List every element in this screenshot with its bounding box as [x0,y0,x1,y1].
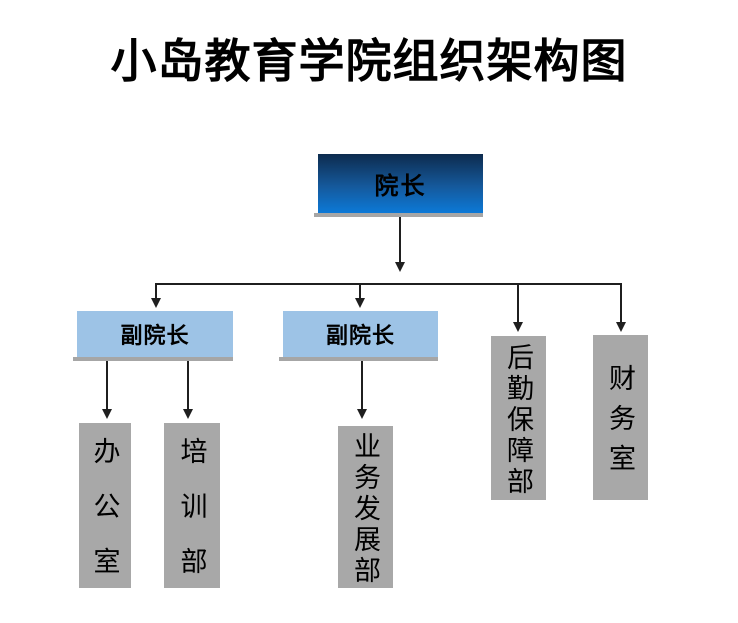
node-training-dept: 培训部 [164,423,220,602]
arrow-down-icon [151,298,161,308]
connector-drop-logistics [517,283,519,323]
node-logistics-support-dept: 后勤保障部 [491,336,546,500]
arrow-down-icon [102,409,112,419]
node-vice1-label: 副院长 [120,323,190,348]
node-business-development-dept: 业务发展部 [338,426,393,588]
connector-drop-finance [620,283,622,323]
arrow-down-icon [183,409,193,419]
node-general-office: 办公室 [79,423,131,602]
arrow-down-icon [513,322,523,332]
node-logistics-label: 后勤保障部 [503,342,533,498]
arrow-down-icon [395,262,405,272]
connector-drop-vice2 [359,283,361,299]
node-finance-office: 财务室 [593,335,648,500]
connector-dean-trunk [399,217,401,263]
connector-vice1-office [106,361,108,410]
connector-drop-vice1 [155,283,157,299]
connector-vice1-training [187,361,189,410]
node-training-label: 培训部 [176,437,207,602]
chart-title: 小岛教育学院组织架构图 [110,36,628,87]
arrow-down-icon [355,298,365,308]
arrow-down-icon [357,409,367,419]
connector-bus [156,283,622,285]
connector-vice2-bizdev [361,361,363,410]
arrow-down-icon [616,322,626,332]
node-dean: 院长 [314,154,483,217]
node-dean-label: 院长 [374,173,427,200]
node-vice2-label: 副院长 [325,323,395,348]
node-bizdev-label: 业务发展部 [350,431,380,587]
node-vice-president-1: 副院长 [73,311,233,361]
node-vice-president-2: 副院长 [279,311,438,361]
node-finance-label: 财务室 [605,364,635,484]
node-office-label: 办公室 [89,437,120,602]
